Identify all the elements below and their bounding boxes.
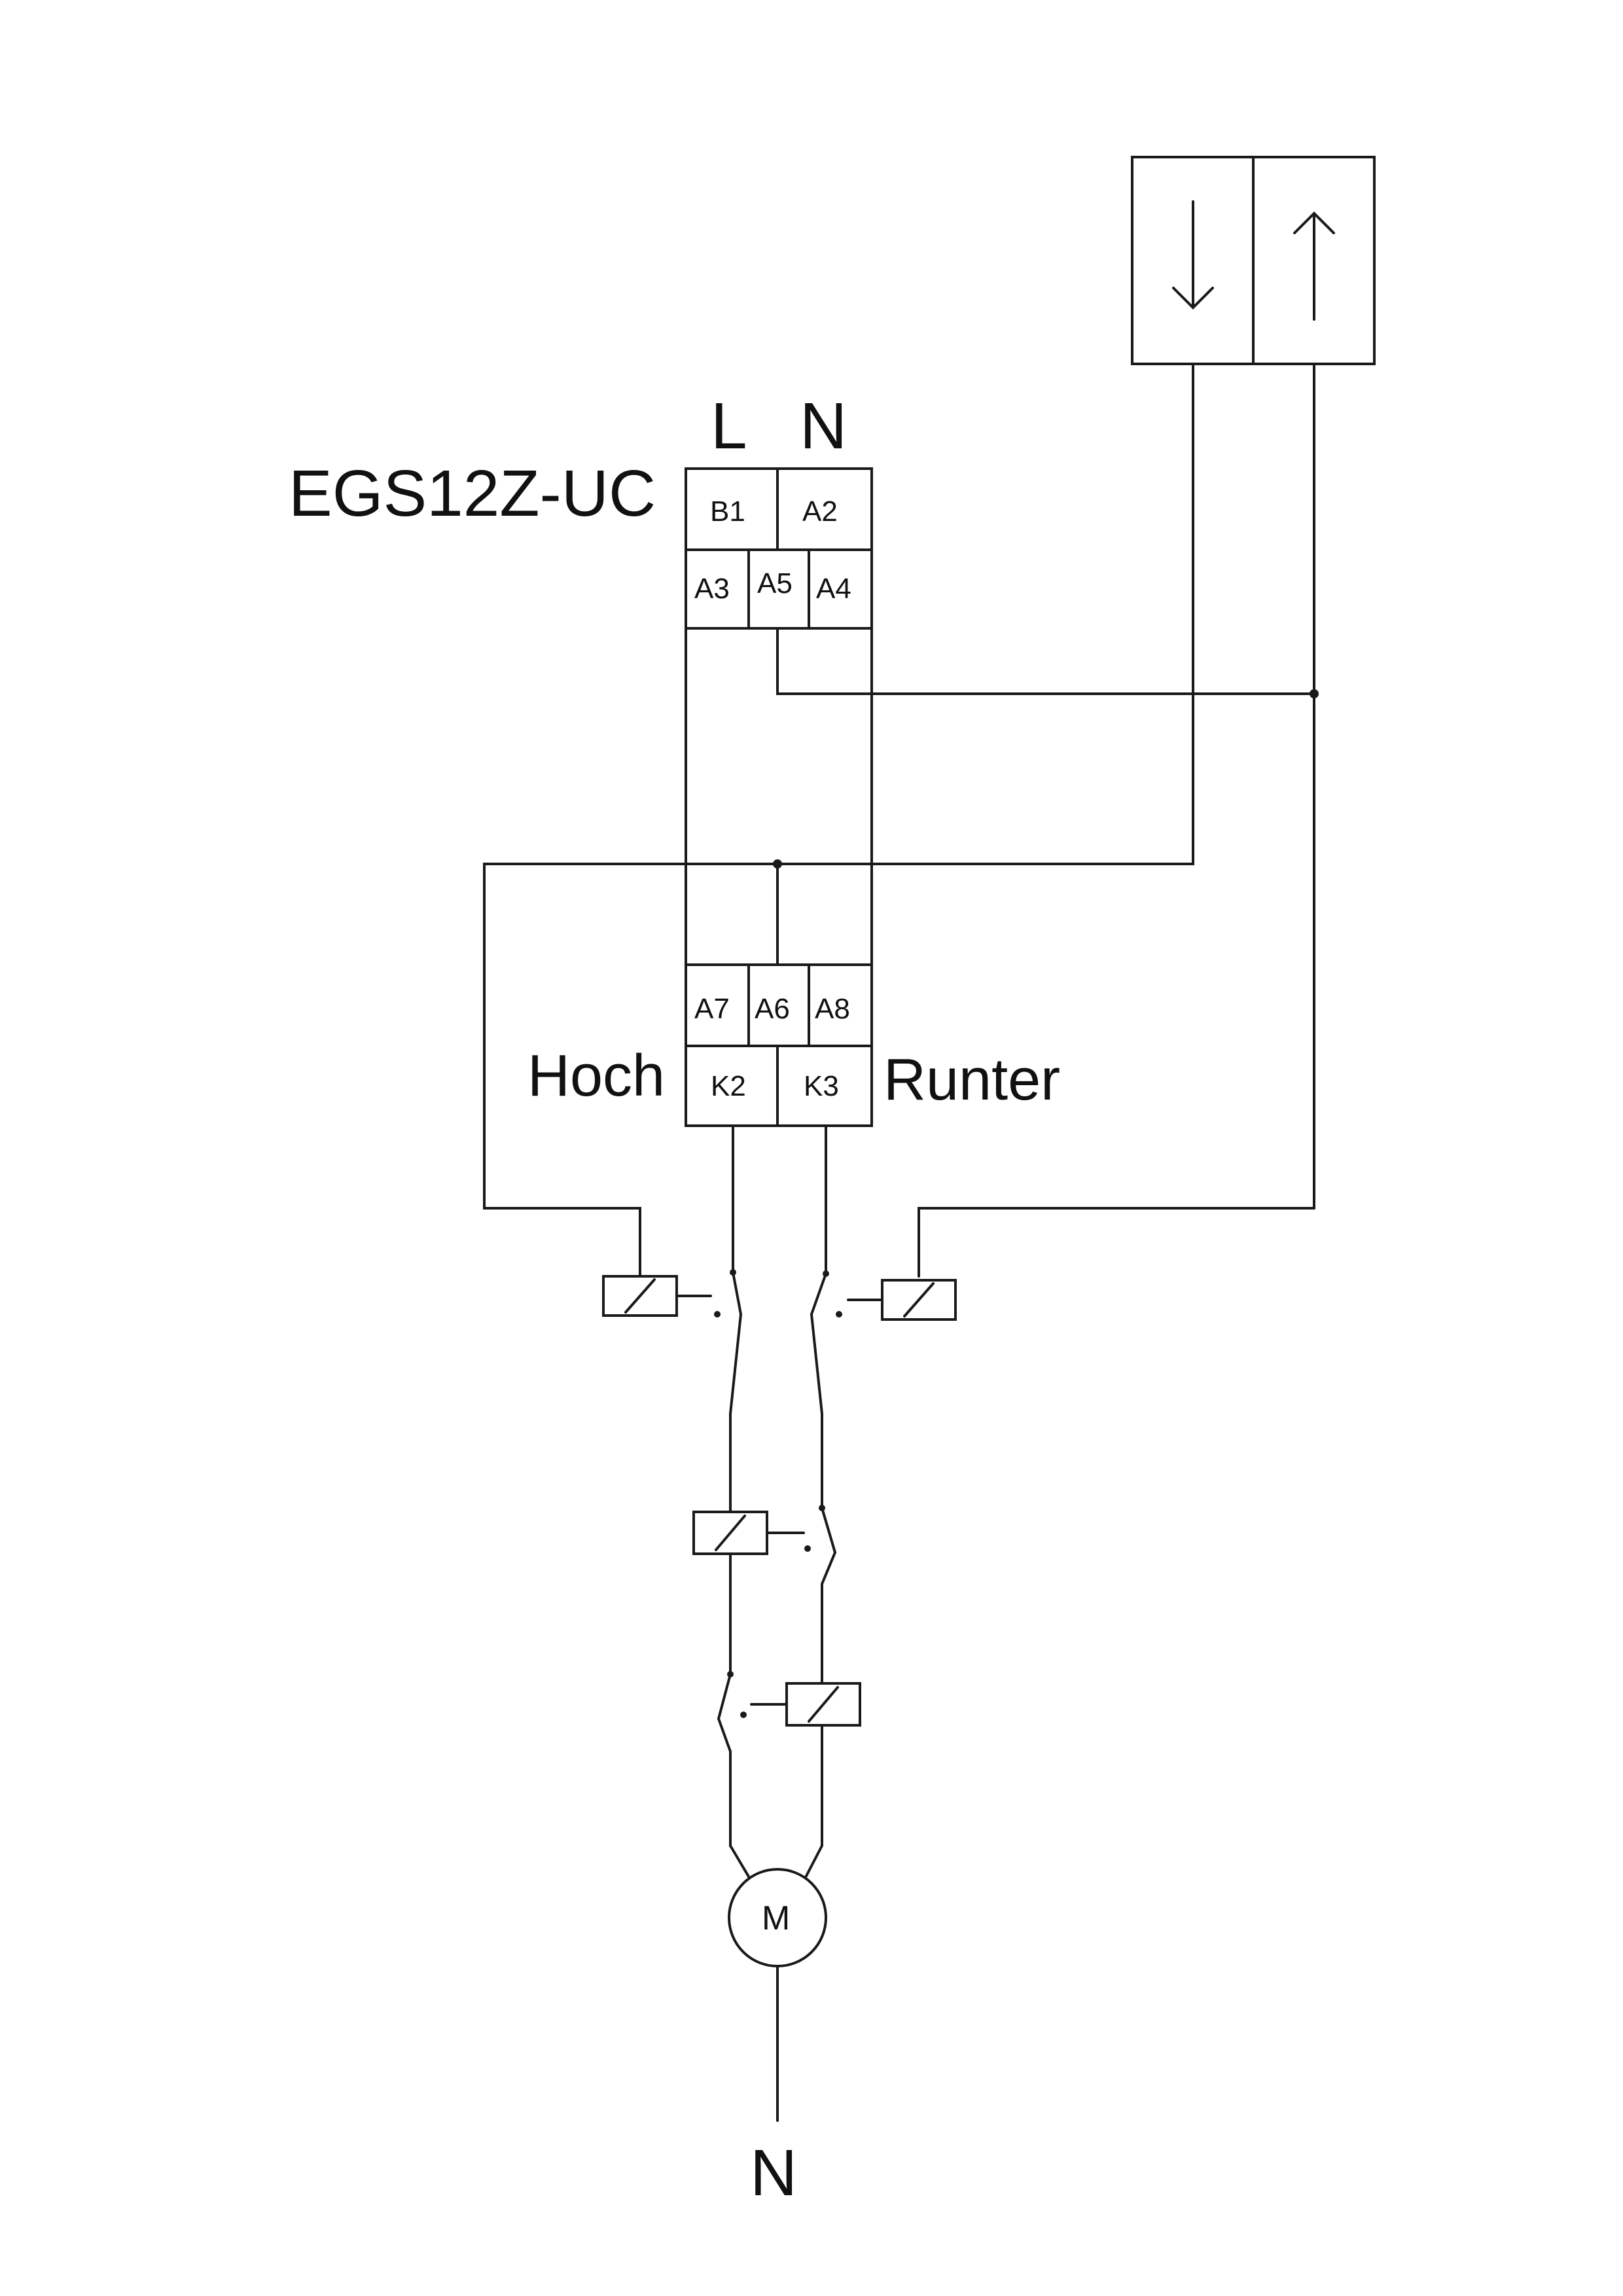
terminal-k2: K2 <box>711 1070 746 1102</box>
junction-dot <box>773 859 782 869</box>
wire-right-coil <box>918 1207 1315 1278</box>
label-hoch: Hoch <box>527 1043 665 1109</box>
relay-coil-right <box>847 1279 957 1321</box>
wire-down-button <box>483 363 1194 1278</box>
junction-dot <box>1310 689 1319 698</box>
terminal-k3: K3 <box>804 1070 839 1102</box>
pushbutton-box <box>1131 156 1376 365</box>
relay-coil-left <box>602 1275 712 1317</box>
interlock-stage-2 <box>717 1671 861 1847</box>
wire-a5-common <box>776 627 1315 695</box>
supply-l-label: L <box>711 389 747 463</box>
device-name: EGS12Z-UC <box>289 457 656 530</box>
label-runter: Runter <box>883 1047 1060 1113</box>
terminal-a6: A6 <box>755 993 790 1025</box>
motor <box>728 1844 827 2122</box>
k2-output-line <box>714 1124 742 1520</box>
neutral-label: N <box>750 2136 797 2210</box>
arrow-down-icon <box>1172 200 1214 310</box>
terminal-a3: A3 <box>694 573 730 605</box>
terminal-a2: A2 <box>802 495 838 528</box>
terminal-a4: A4 <box>816 573 851 605</box>
terminal-a5: A5 <box>757 567 793 600</box>
terminal-a8: A8 <box>815 993 850 1025</box>
interlock-stage-1 <box>692 1505 836 1677</box>
terminal-b1: B1 <box>710 495 745 528</box>
motor-label: M <box>762 1899 790 1937</box>
k3-output-line <box>810 1124 842 1507</box>
arrow-up-icon <box>1293 211 1335 321</box>
device-bottom-block <box>685 963 873 1127</box>
terminal-a7: A7 <box>694 993 730 1025</box>
supply-n-label: N <box>800 389 847 463</box>
